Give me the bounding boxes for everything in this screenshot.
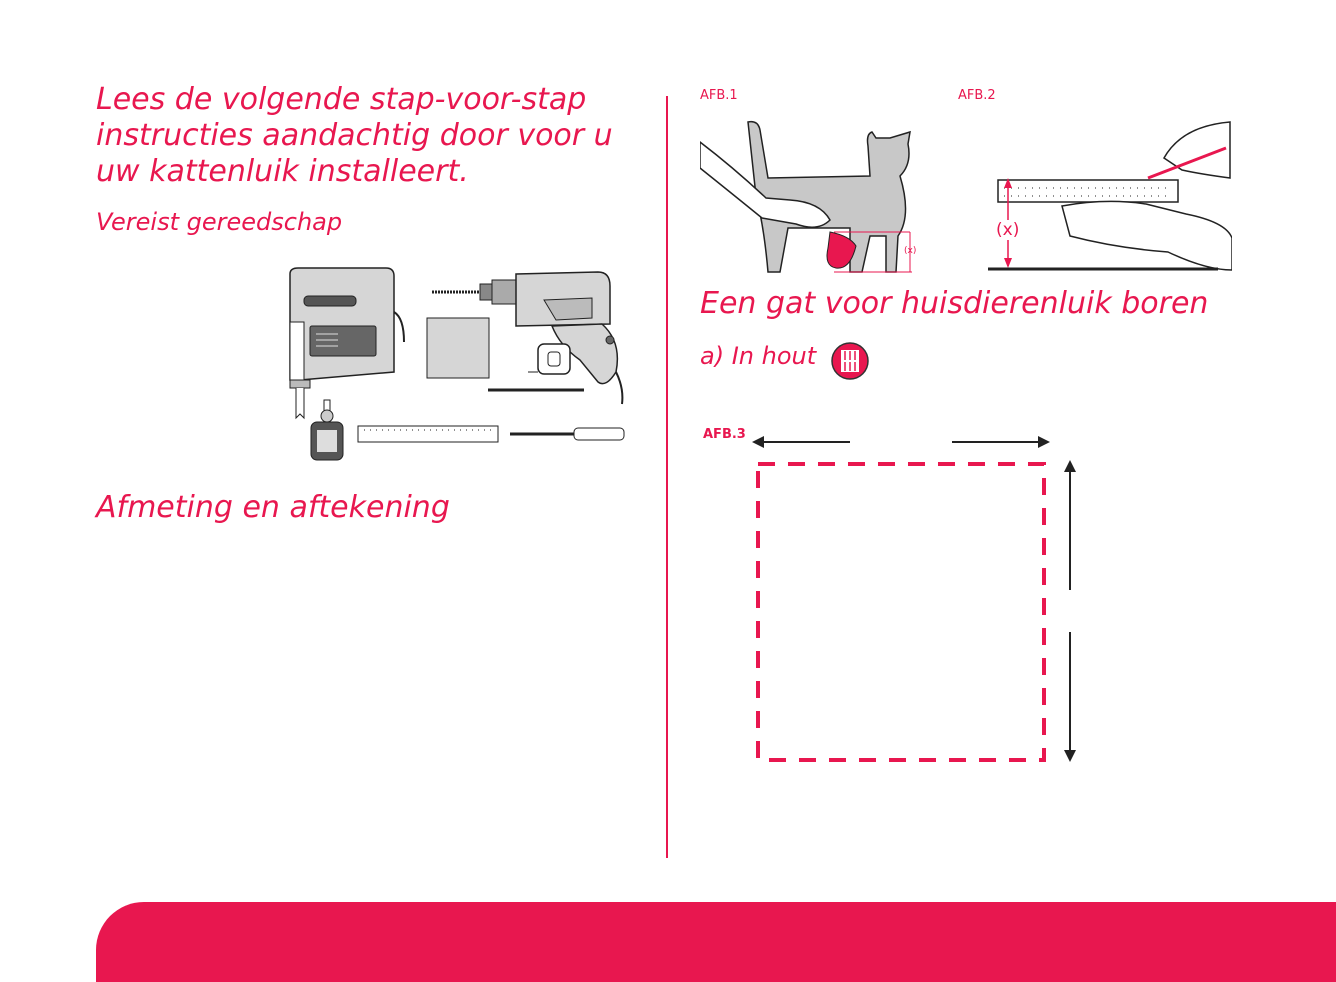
afb2-mark: (x) bbox=[996, 220, 1020, 240]
screwdriver-icon bbox=[510, 427, 625, 441]
measure-heading: Afmeting en aftekening bbox=[96, 490, 450, 525]
glue-bottle-icon bbox=[310, 399, 344, 461]
intro-text: Lees de volgende stap-voor-stap instruct… bbox=[96, 82, 613, 189]
drill-heading: Een gat voor huisdierenluik boren bbox=[700, 286, 1209, 321]
drill-icon bbox=[432, 271, 624, 405]
tools-illustration bbox=[289, 267, 625, 461]
footer-band bbox=[96, 902, 1336, 982]
jigsaw-icon bbox=[289, 267, 405, 420]
wood-heading: a) In hout bbox=[700, 342, 817, 370]
ruler-measure-illustration bbox=[988, 121, 1232, 271]
tape-measure-icon bbox=[528, 343, 571, 375]
afb1-mark: (x) bbox=[904, 246, 917, 256]
ruler-icon bbox=[357, 425, 499, 443]
tools-heading: Vereist gereedschap bbox=[96, 208, 343, 236]
cat-measure-illustration bbox=[700, 120, 912, 273]
sandpaper-icon bbox=[426, 317, 490, 379]
template-cutout-diagram bbox=[752, 436, 1076, 762]
afb2-label: AFB.2 bbox=[958, 88, 996, 103]
column-divider bbox=[666, 96, 668, 858]
afb3-label: AFB.3 bbox=[703, 427, 746, 442]
wood-grain-icon bbox=[831, 342, 869, 380]
afb1-label: AFB.1 bbox=[700, 88, 738, 103]
